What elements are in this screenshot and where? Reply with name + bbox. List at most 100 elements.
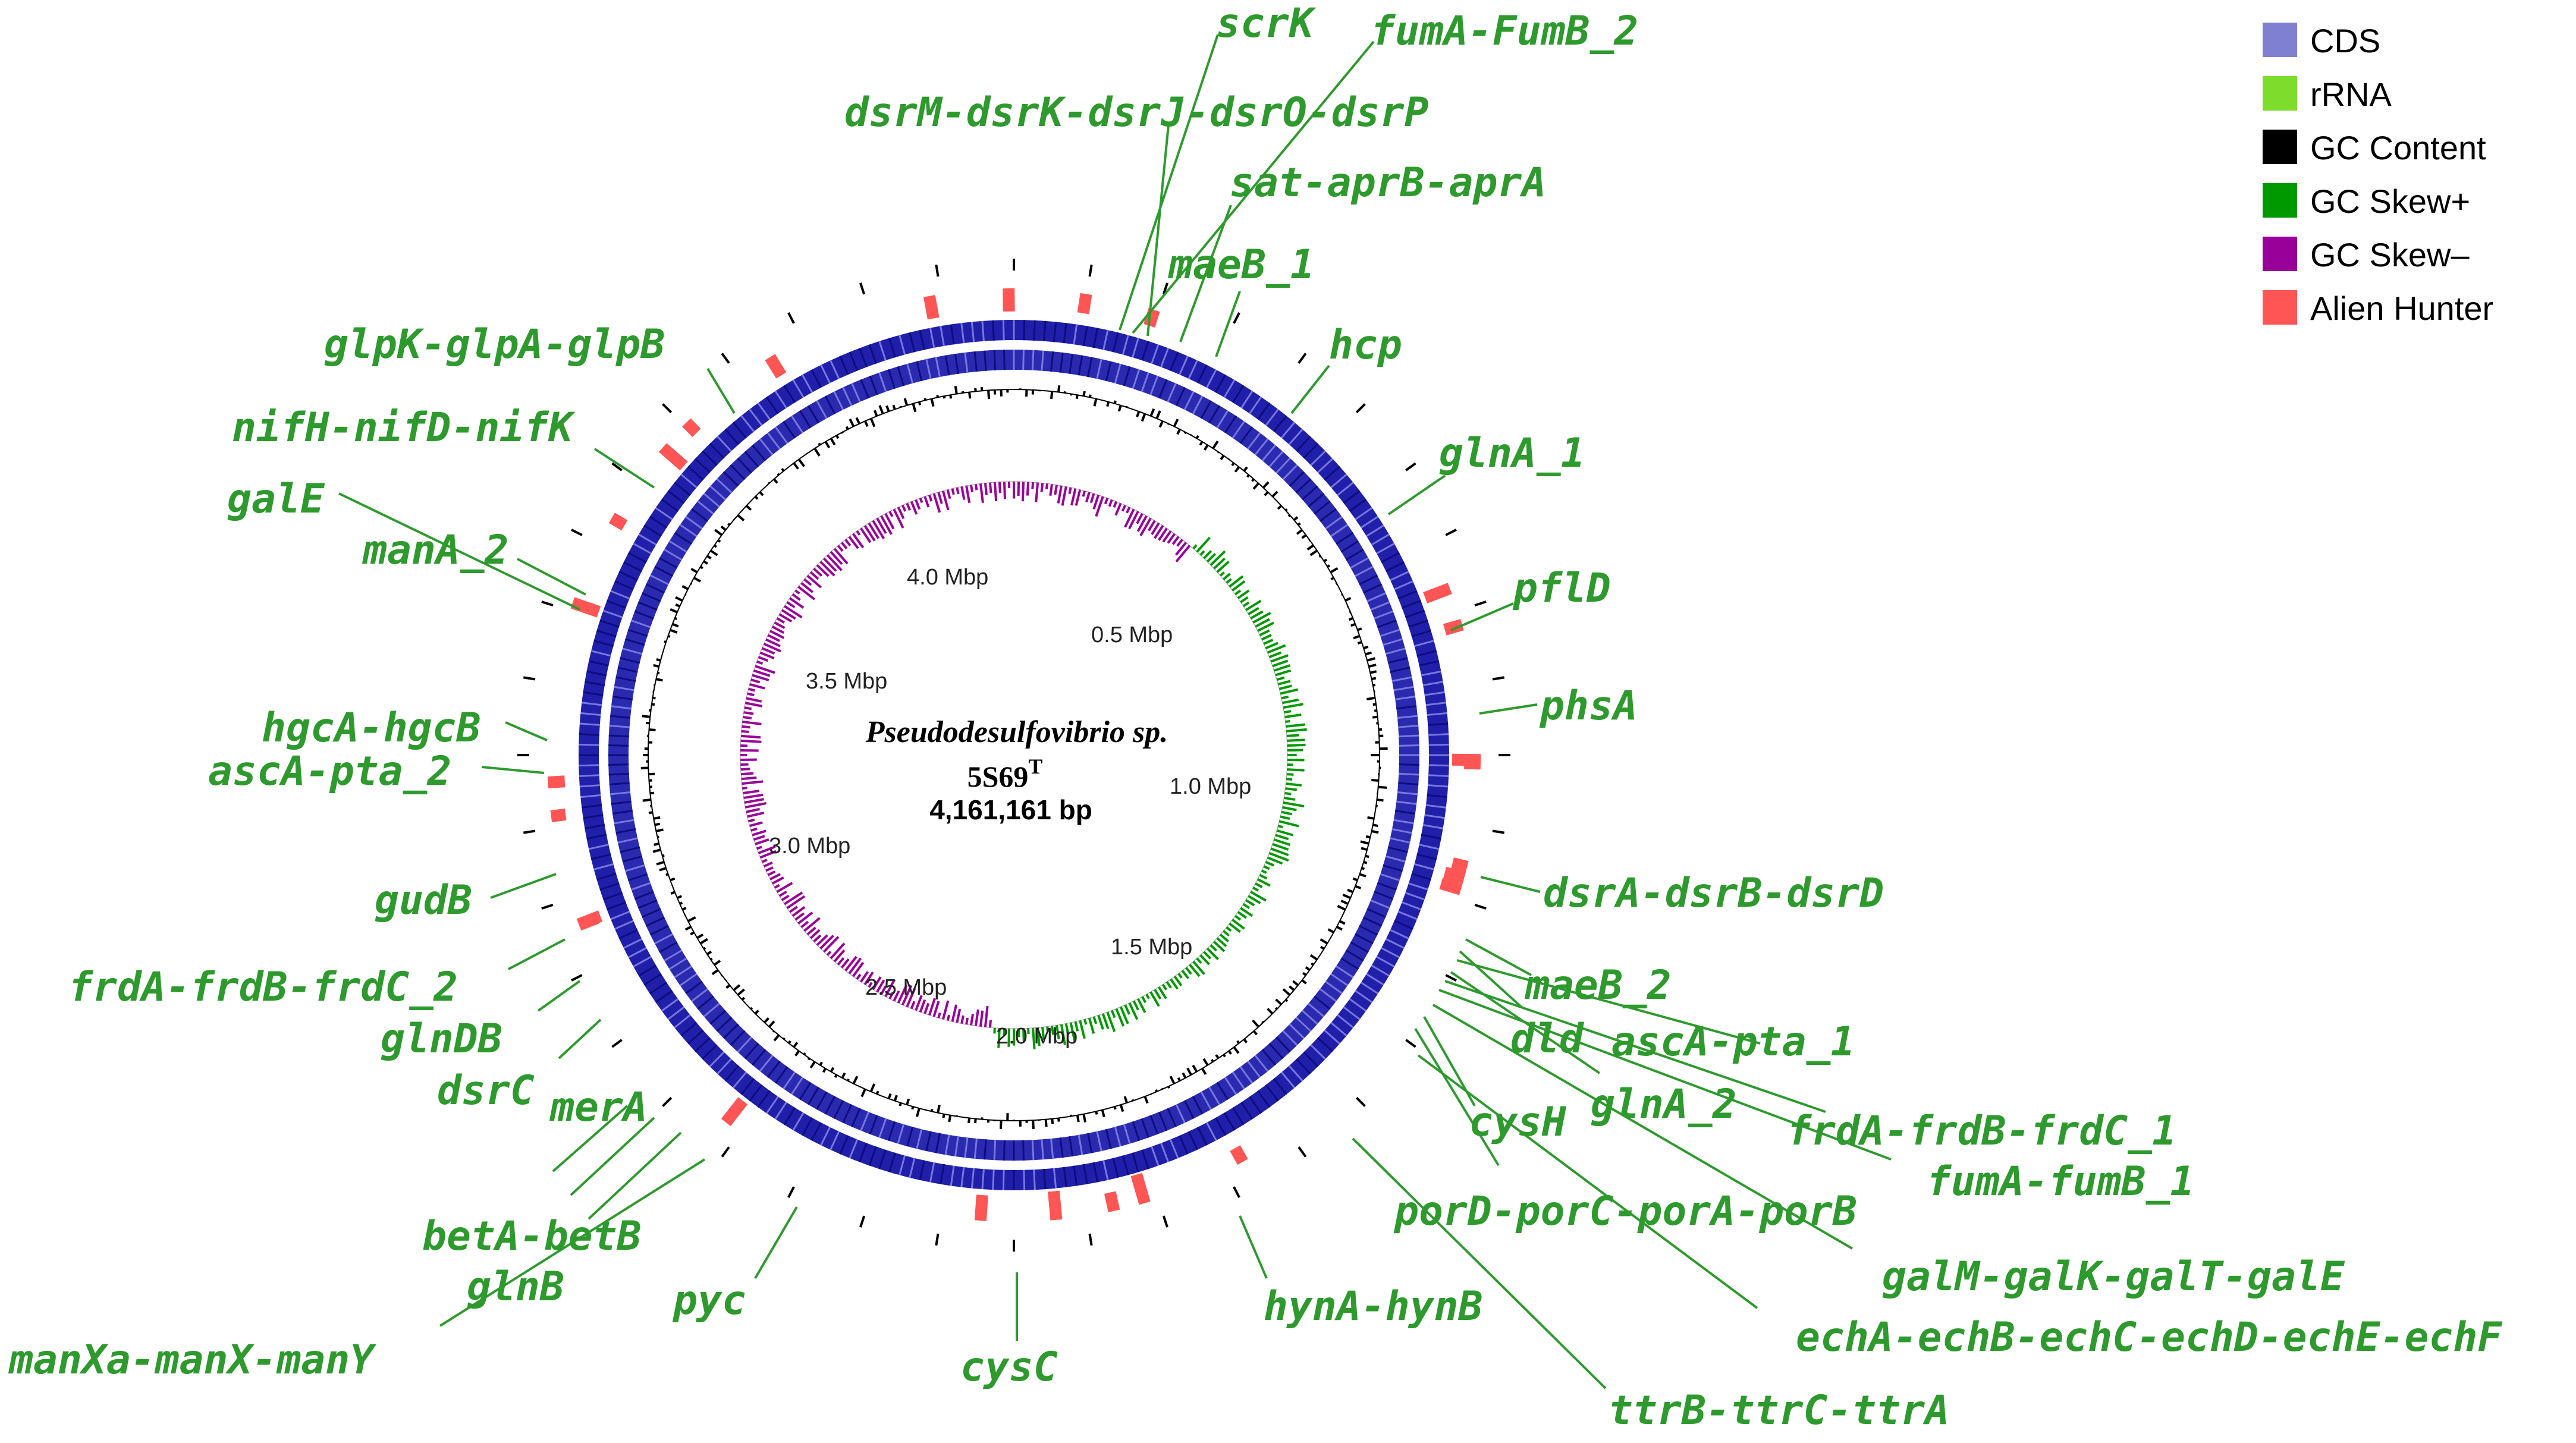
cds-feature	[1069, 353, 1074, 375]
cds-feature	[1208, 1086, 1221, 1105]
gc-content-bar	[1330, 577, 1334, 581]
cds-feature	[1063, 1167, 1067, 1187]
cds-feature	[1381, 552, 1400, 563]
gc-content-bar	[1246, 474, 1250, 478]
gc-skew-positive-bar	[1115, 1008, 1125, 1027]
gc-content-bar	[818, 442, 821, 446]
cds-feature	[1355, 990, 1373, 1004]
gc-skew-negative-bar	[813, 934, 822, 943]
gc-skew-negative-bar	[756, 845, 762, 850]
gene-label: dsrC	[437, 1067, 535, 1114]
cds-feature	[1092, 1162, 1099, 1183]
position-tick	[523, 676, 536, 681]
scale-labels: 0.5 Mbp 1.0 Mbp 1.5 Mbp 2.0 Mbp 2.5 Mbp …	[769, 565, 1251, 1049]
gc-skew-negative-bar	[993, 482, 998, 502]
gene-label: manA_2	[362, 527, 509, 574]
gc-content-bar	[1144, 1096, 1149, 1104]
cds-feature	[1317, 1037, 1334, 1052]
gc-content-bar	[714, 960, 721, 966]
gc-content-bar	[741, 509, 744, 512]
gc-skew-negative-bar	[800, 581, 814, 593]
cds-feature	[774, 390, 787, 408]
gc-skew-negative-bar	[765, 866, 774, 872]
cds-feature	[820, 1127, 831, 1146]
gc-content-bar	[1082, 1114, 1086, 1123]
gc-skew-negative-bar	[893, 508, 904, 529]
cds-feature	[1280, 422, 1296, 439]
cds-feature	[878, 1118, 887, 1138]
cds-feature	[1336, 965, 1354, 978]
cds-feature	[1175, 1104, 1186, 1124]
cds-feature	[709, 443, 725, 459]
alien-hunter-island	[923, 295, 940, 320]
cds-feature	[954, 1136, 959, 1157]
cds-feature	[579, 784, 600, 788]
gc-content-bar	[699, 565, 703, 570]
gc-skew-positive-bar	[1259, 873, 1268, 880]
cds-feature	[1141, 1118, 1149, 1138]
legend-item-cds: CDS	[2263, 22, 2380, 59]
cds-feature	[620, 657, 640, 664]
gc-skew-positive-bar	[1032, 1027, 1036, 1049]
cds-feature	[925, 1131, 932, 1152]
gc-skew-negative-bar	[1068, 487, 1072, 495]
gc-skew-negative-bar	[844, 539, 852, 546]
cds-feature	[1197, 364, 1208, 383]
cds-feature	[992, 320, 995, 341]
gc-skew-negative-bar	[946, 489, 951, 499]
cds-feature	[897, 366, 905, 386]
cds-feature	[599, 620, 620, 628]
leader-betA	[588, 1131, 682, 1220]
gc-content-bar	[1199, 441, 1204, 446]
gc-content-bar	[645, 721, 650, 725]
gc-skew-positive-bar	[1273, 664, 1291, 672]
alien-hunter-island	[1439, 878, 1463, 895]
gc-content-bar	[1275, 998, 1283, 1005]
gc-skew-negative-bar	[872, 520, 885, 540]
gc-skew-positive-bar	[1192, 544, 1198, 550]
cds-feature	[717, 1058, 732, 1075]
gc-skew-positive-bar	[1263, 639, 1274, 645]
gc-content-bar	[675, 603, 680, 608]
gc-content-bar	[737, 514, 745, 521]
cds-feature	[950, 324, 955, 345]
gc-skew-positive-bar	[1268, 851, 1289, 862]
gc-skew-positive-bar	[1240, 596, 1249, 603]
gc-skew-positive-bar	[1261, 634, 1272, 641]
gc-content-bar	[710, 957, 713, 961]
cds-feature	[1261, 444, 1276, 461]
cds-feature	[1428, 743, 1449, 746]
gc-skew-negative-bar	[942, 1000, 950, 1020]
gc-content-bar	[1210, 1059, 1214, 1062]
gc-skew-negative-bar	[1124, 508, 1135, 528]
gc-content-bar	[1231, 462, 1235, 467]
gc-skew-positive-bar	[1245, 599, 1262, 611]
gc-skew-negative-bar	[745, 801, 767, 809]
cds-feature	[1374, 891, 1394, 900]
gc-skew-positive-bar	[1088, 1017, 1095, 1034]
cds-feature	[1419, 660, 1440, 667]
gc-skew-negative-bar	[1061, 486, 1067, 506]
gc-skew-positive-bar	[1041, 1027, 1045, 1040]
cds-feature	[1308, 493, 1325, 508]
cds-feature	[1374, 610, 1394, 620]
gc-skew-positive-bar	[1255, 882, 1263, 888]
position-tick	[1233, 312, 1240, 324]
cds-feature	[1424, 814, 1445, 819]
cds-feature	[582, 702, 602, 706]
gc-skew-negative-bar	[856, 973, 862, 980]
gc-content-bar	[930, 398, 935, 407]
cds-feature	[944, 1134, 950, 1155]
gene-label: galM-galK-galT-galE	[1882, 1253, 2345, 1300]
cds-feature	[1411, 630, 1431, 637]
gc-content-bar	[725, 984, 731, 989]
cds-feature	[583, 814, 604, 819]
gc-skew-positive-bar	[1287, 738, 1305, 742]
cds-feature	[1224, 1077, 1237, 1095]
legend-label: CDS	[2310, 22, 2380, 59]
cds-feature	[1216, 410, 1229, 429]
cds-feature	[674, 965, 692, 978]
cds-feature	[1317, 458, 1334, 473]
cds-feature	[596, 630, 617, 637]
cds-feature	[654, 565, 673, 577]
